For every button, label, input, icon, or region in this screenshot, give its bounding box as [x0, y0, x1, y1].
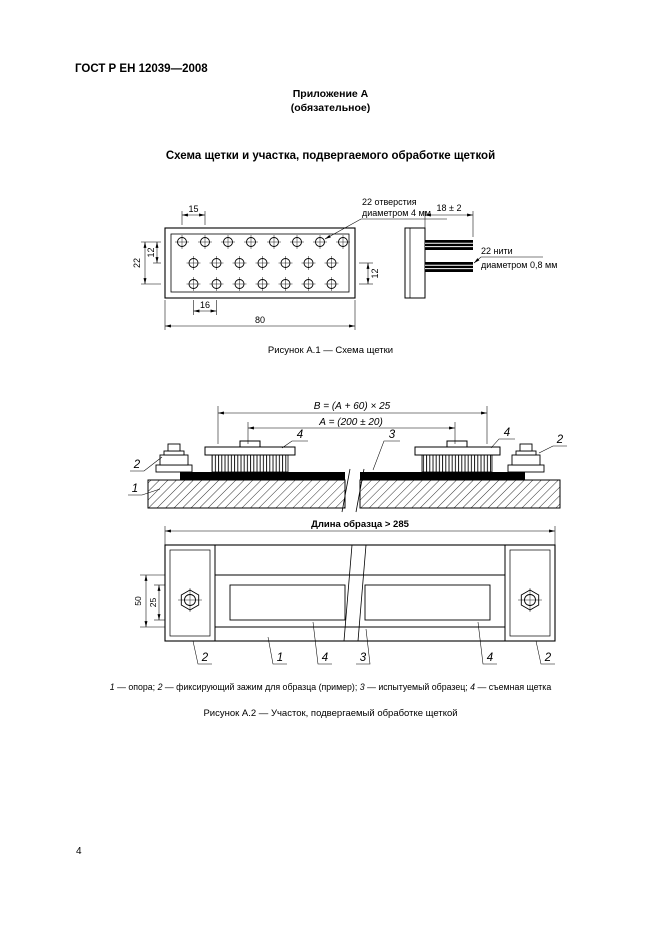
standard-designation: ГОСТ Р ЕН 12039—2008 — [75, 63, 208, 75]
brush-side-view — [404, 227, 473, 299]
support-base-side — [147, 479, 561, 509]
removable-brush-2 — [414, 440, 501, 473]
dim-18-label: 18 ± 2 — [437, 203, 462, 213]
legend-item: 2 — фиксирующий зажим для образца (приме… — [158, 682, 360, 692]
dim-80-label: 80 — [255, 315, 265, 325]
appendix-heading: Приложение А (обязательное) — [0, 88, 661, 114]
appendix-title: Приложение А — [292, 88, 369, 100]
dim-16-label: 16 — [200, 300, 210, 310]
pos-3-plan: 3 — [360, 652, 367, 664]
threads-note-line1: 22 нити — [481, 246, 513, 256]
holes-note-line2: диаметром 4 мм — [362, 208, 431, 218]
pos-4-brush1-side: 4 — [297, 429, 303, 441]
legend-item-text: — испытуемый образец; — [364, 682, 471, 692]
pos-2-right-side: 2 — [556, 434, 564, 446]
dim-22-label: 22 — [132, 258, 142, 268]
section-title: Схема щетки и участка, подвергаемого обр… — [165, 150, 496, 162]
legend-item-text: — опора; — [114, 682, 158, 692]
dim-50-label: 50 — [133, 596, 143, 606]
dim-12-right-label: 12 — [370, 268, 380, 278]
plan-view — [164, 544, 556, 642]
dim-50-25-lines — [140, 574, 165, 628]
figure-a2-legend: 1 — опора; 2 — фиксирующий зажим для обр… — [0, 682, 661, 692]
clamp-right-side — [507, 443, 545, 473]
pos-2-left-plan: 2 — [201, 652, 209, 664]
legend-item: 1 — опора; — [110, 682, 158, 692]
side-view-position-labels: 2 1 4 3 4 2 — [128, 427, 567, 496]
dim-18-lines — [424, 211, 474, 237]
specimen-side — [180, 472, 525, 480]
figure-a1-caption: Рисунок А.1 — Схема щетки — [267, 345, 394, 356]
figure-a1-dimension-lines — [141, 211, 373, 330]
pos-2-left-side: 2 — [133, 459, 141, 471]
holes-note-line1: 22 отверстия — [362, 197, 417, 207]
holes-callout: 22 отверстия диаметром 4 мм — [324, 197, 447, 240]
dim-length-label: Длина образца > 285 — [311, 519, 410, 530]
break-lines-side — [341, 468, 365, 513]
pos-4-left-plan: 4 — [322, 652, 328, 664]
pos-2-right-plan: 2 — [544, 652, 552, 664]
pos-4-right-plan: 4 — [487, 652, 493, 664]
figure-a1-drawing: 15 22 12 12 16 80 22 отверстия диаметром… — [132, 197, 557, 330]
pos-4-brush2-side: 4 — [504, 427, 510, 439]
figure-a2-caption: Рисунок А.2 — Участок, подвергаемый обра… — [203, 708, 458, 719]
legend-item-number: 2 — [157, 682, 163, 692]
plan-view-position-labels: 2 1 4 3 4 2 — [192, 621, 555, 665]
pos-1-side: 1 — [132, 483, 138, 495]
threads-callout: 22 нити диаметром 0,8 мм — [473, 246, 557, 270]
legend-item-number: 3 — [359, 682, 365, 692]
dim-length-lines — [164, 526, 556, 548]
legend-item-number: 4 — [470, 682, 476, 692]
page-number: 4 — [76, 846, 82, 857]
dim-b-label: В = (А + 60) × 25 — [314, 401, 391, 412]
pos-1-plan: 1 — [277, 652, 283, 664]
legend-item-number: 1 — [109, 682, 115, 692]
threads-note-line2: диаметром 0,8 мм — [481, 260, 557, 270]
dim-12-left-label: 12 — [146, 247, 156, 257]
dim-a-lines — [247, 422, 456, 444]
appendix-subtitle: (обязательное) — [290, 102, 371, 114]
legend-item-text: — съемная щетка — [475, 682, 552, 692]
figure-a2-drawing: В = (А + 60) × 25 А = (200 ± 20) 2 1 4 3… — [128, 401, 567, 665]
dim-b-lines — [217, 406, 488, 444]
removable-brush-1 — [204, 440, 296, 473]
dim-25-label: 25 — [148, 598, 158, 608]
dim-15-label: 15 — [188, 204, 198, 214]
clamp-left-side — [155, 443, 193, 473]
legend-item-text: — фиксирующий зажим для образца (пример)… — [162, 682, 360, 692]
pos-3-side: 3 — [389, 429, 396, 441]
legend-item: 4 — съемная щетка — [470, 682, 551, 692]
legend-item: 3 — испытуемый образец; — [360, 682, 470, 692]
dim-a-label: А = (200 ± 20) — [318, 417, 383, 428]
brush-plate — [164, 227, 356, 299]
